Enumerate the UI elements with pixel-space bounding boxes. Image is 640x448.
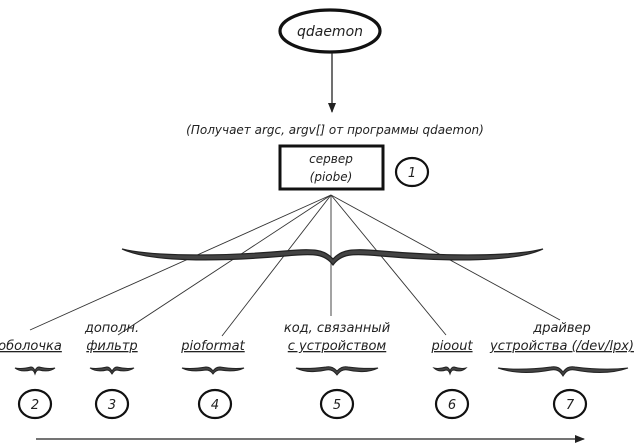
svg-text:3: 3 (108, 398, 116, 413)
child-label-driver-2: устройства (/dev/lpx) (489, 339, 634, 354)
child-label-pioout: pioout (430, 339, 473, 354)
qdaemon-ellipse (278, 8, 382, 54)
qdaemon-node: qdaemon (278, 8, 382, 54)
line-to-filter (117, 194, 332, 336)
child-number-4: 4 (197, 388, 233, 420)
child-label-driver-1: драйвер (532, 321, 591, 336)
child-number-5: 5 (319, 388, 355, 420)
child-label-filter-1: дополн. (84, 321, 139, 336)
brace-pioformat (181, 366, 245, 375)
child-label-filter-2: фильтр (86, 339, 137, 354)
child-number-3: 3 (94, 388, 130, 420)
line-to-pioout (330, 194, 447, 336)
server-node: сервер (piobe) (278, 144, 385, 191)
line-to-shell (29, 194, 332, 331)
group-brace (121, 248, 544, 267)
child-number-6: 6 (434, 388, 470, 420)
server-sublabel: (piobe) (310, 170, 353, 184)
server-number: 1 (408, 166, 416, 181)
child-label-device-code-2: с устройством (288, 339, 387, 354)
server-box (278, 144, 385, 191)
brace-device-code (295, 366, 379, 376)
server-number-badge: 1 (394, 156, 430, 188)
svg-text:7: 7 (566, 398, 575, 413)
svg-text:6: 6 (448, 398, 456, 413)
brace-driver (497, 366, 629, 377)
args-caption: (Получает argc, argv[] от программы qdae… (186, 123, 484, 137)
child-label-device-code-1: код, связанный (284, 321, 390, 336)
svg-text:4: 4 (211, 398, 219, 413)
brace-pioout (432, 366, 468, 376)
child-number-2: 2 (17, 388, 53, 420)
line-to-pioformat (221, 194, 332, 337)
svg-text:2: 2 (31, 398, 39, 413)
qdaemon-label: qdaemon (297, 24, 363, 40)
child-label-pioformat: pioformat (180, 339, 245, 354)
child-braces (14, 366, 629, 377)
brace-shell (14, 366, 56, 376)
connector-lines (29, 194, 561, 337)
child-label-shell: оболочка (0, 339, 62, 354)
svg-text:5: 5 (333, 398, 341, 413)
brace-filter (89, 366, 135, 375)
server-label: сервер (309, 152, 353, 166)
child-number-7: 7 (552, 388, 588, 420)
